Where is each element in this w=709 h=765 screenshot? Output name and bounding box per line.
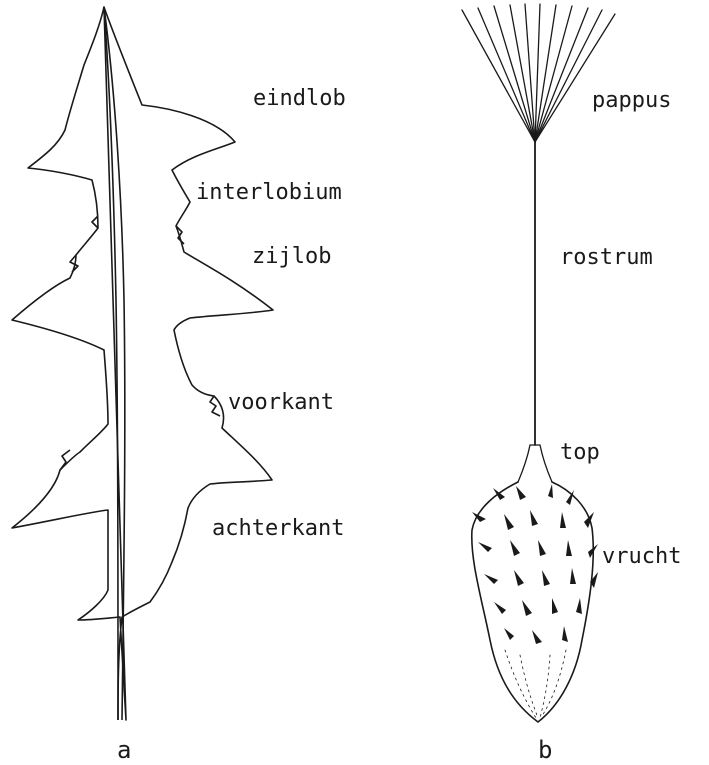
- label-vrucht: vrucht: [602, 546, 681, 568]
- label-achterkant: achterkant: [212, 518, 344, 540]
- label-interlobium: interlobium: [196, 182, 342, 204]
- label-rostrum: rostrum: [560, 247, 653, 269]
- pappus-rays: [462, 4, 615, 142]
- panel-letter-b: b: [538, 738, 552, 762]
- label-voorkant: voorkant: [228, 392, 334, 414]
- achene-striations: [505, 650, 566, 718]
- label-top: top: [560, 442, 600, 464]
- leaf-outline: [12, 7, 273, 720]
- leaf-teeth: [60, 216, 220, 470]
- label-eindlob: eindlob: [253, 88, 346, 110]
- seed-cone: [518, 445, 552, 482]
- achene-spines: [472, 484, 598, 644]
- panel-letter-a: a: [117, 738, 131, 762]
- label-zijlob: zijlob: [252, 246, 331, 268]
- label-pappus: pappus: [592, 90, 671, 112]
- leaf-drawing: [12, 7, 273, 720]
